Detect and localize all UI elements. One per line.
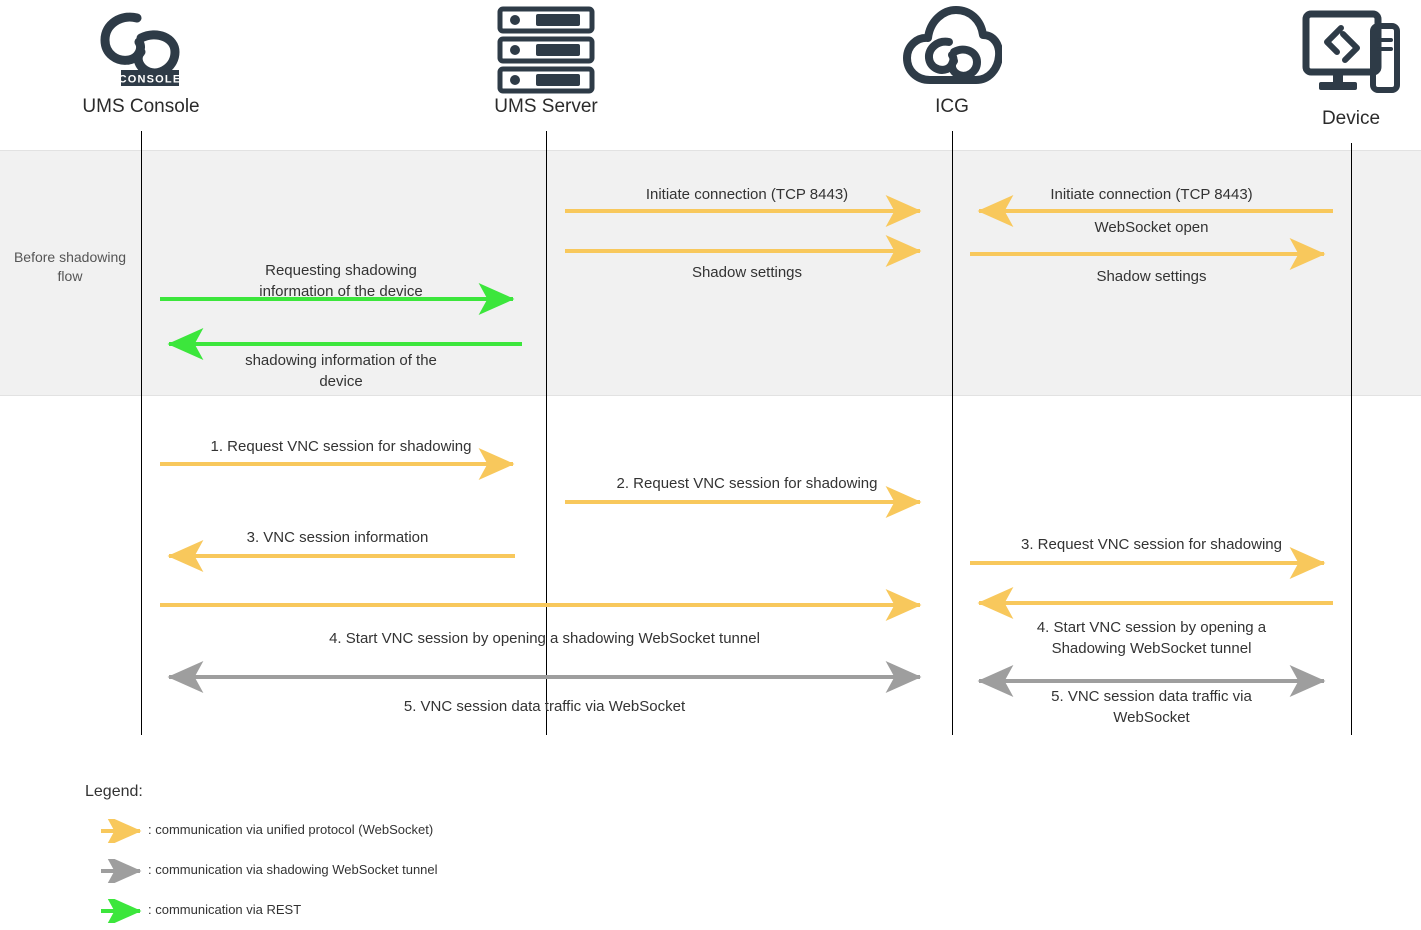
message-arrow-m9	[565, 486, 922, 518]
message-label-m7: shadowing information of the device	[245, 352, 437, 390]
message-label-m6: Requesting shadowing information of the …	[259, 262, 423, 300]
message-label-m15: 5. VNC session data traffic via WebSocke…	[1051, 688, 1252, 726]
actor-device: Device	[1251, 4, 1421, 130]
message-arrow-m14	[167, 661, 922, 693]
server-rack-icon	[446, 4, 646, 96]
message-label-m9: 2. Request VNC session for shadowing	[616, 475, 878, 492]
message-label-m13: 4. Start VNC session by opening a Shadow…	[1036, 619, 1267, 657]
message-arrow-m6	[160, 283, 515, 315]
lifeline-device	[1351, 143, 1352, 735]
message-arrow-m15	[977, 665, 1326, 697]
message-label-m4: Shadow settings	[691, 264, 803, 281]
lifeline-ums-console	[141, 131, 142, 735]
message-arrow-m1	[565, 195, 922, 227]
message-arrow-m12	[160, 589, 922, 621]
message-label-m12: 4. Start VNC session by opening a shadow…	[329, 630, 760, 647]
legend-arrow-green-icon	[101, 899, 142, 923]
message-label-m14: 5. VNC session data traffic via WebSocke…	[403, 698, 686, 715]
actor-icg: ICG	[852, 4, 1052, 118]
phase-label-before-shadowing: Before shadowing flow	[13, 249, 127, 284]
actor-label-ums-console: UMS Console	[82, 96, 200, 117]
message-label-m8: 1. Request VNC session for shadowing	[210, 438, 472, 455]
actor-ums-server: UMS Server	[446, 4, 646, 118]
legend-label-gray: : communication via shadowing WebSocket …	[148, 862, 438, 877]
message-arrow-m3	[970, 238, 1326, 270]
legend-label-green: : communication via REST	[148, 902, 302, 917]
message-label-m1: Initiate connection (TCP 8443)	[645, 186, 849, 203]
message-label-m2: Initiate connection (TCP 8443)	[1050, 186, 1253, 203]
message-arrow-m10	[167, 540, 515, 572]
actor-label-ums-server: UMS Server	[494, 96, 598, 117]
message-label-m11: 3. Request VNC session for shadowing	[1021, 536, 1282, 553]
message-label-m3: WebSocket open	[1094, 219, 1209, 236]
message-arrow-m4	[565, 235, 922, 267]
message-arrow-m8	[160, 448, 515, 480]
actor-ums-console: CONSOLE UMS Console	[41, 4, 241, 118]
legend-arrow-yellow-icon	[101, 819, 142, 843]
message-arrow-m11	[970, 547, 1326, 579]
actor-label-icg: ICG	[935, 96, 969, 117]
cloud-gateway-icon	[852, 4, 1052, 96]
ums-console-logo-icon: CONSOLE	[41, 4, 241, 96]
actor-label-device: Device	[1321, 108, 1381, 129]
phase-band-before-shadowing	[0, 150, 1421, 396]
lifeline-ums-server	[546, 131, 547, 735]
message-arrow-m13	[977, 587, 1333, 619]
message-arrow-m7	[167, 328, 522, 360]
message-label-m10: 3. VNC session information	[246, 529, 429, 546]
lifeline-icg	[952, 131, 953, 735]
svg-text:CONSOLE: CONSOLE	[119, 74, 182, 86]
message-arrow-m2	[977, 195, 1333, 227]
monitor-device-icon	[1251, 4, 1421, 108]
legend-arrow-gray-icon	[101, 859, 142, 883]
message-label-m5: Shadow settings	[1096, 268, 1207, 285]
legend-title: Legend:	[85, 783, 143, 800]
legend-label-yellow: : communication via unified protocol (We…	[148, 822, 434, 837]
